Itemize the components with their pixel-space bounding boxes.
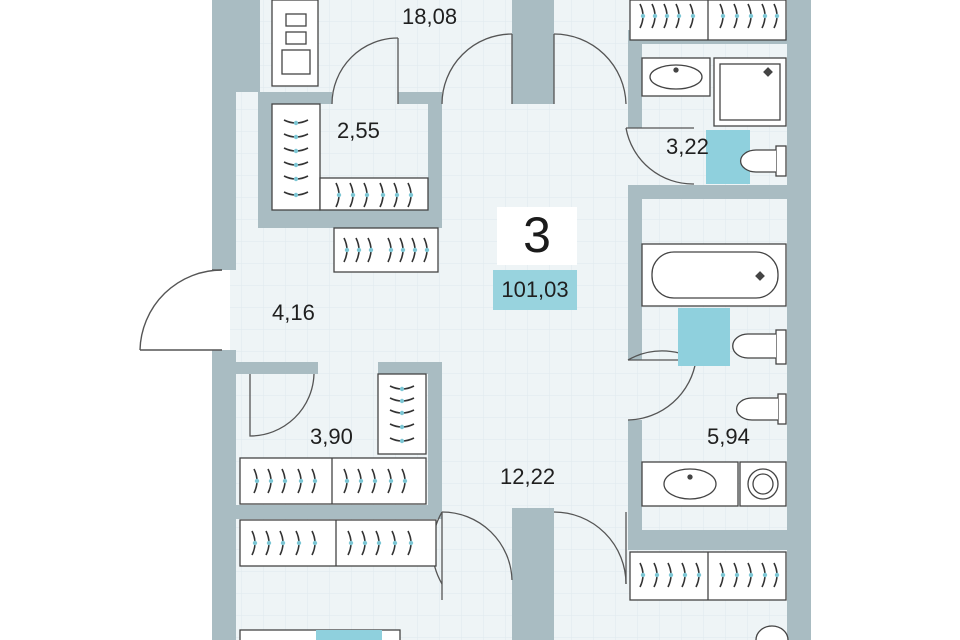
room-count-backdrop — [497, 207, 577, 265]
area-label-closet-mid: 3,90 — [310, 424, 353, 449]
area-label-living: 18,08 — [402, 4, 458, 29]
area-label-entry: 4,16 — [272, 300, 315, 325]
area-label-wc-top: 3,22 — [666, 134, 709, 159]
wardrobe-hall — [333, 227, 439, 273]
interior-doors[interactable] — [249, 33, 697, 600]
bottom-furniture — [239, 625, 789, 640]
room-count: 3 — [523, 207, 551, 263]
wardrobe-middle — [239, 373, 427, 505]
area-label-closet-top: 2,55 — [337, 118, 380, 143]
wardrobe-bottom-left — [239, 519, 437, 567]
bathroom-fixtures — [641, 243, 787, 507]
wardrobe-top — [271, 103, 429, 211]
area-label-hall: 12,22 — [500, 464, 556, 489]
kitchen-stove — [271, 0, 319, 87]
total-area-badge — [493, 270, 577, 310]
wardrobe-right-top — [629, 0, 787, 41]
wardrobe-right-bottom — [629, 551, 787, 601]
total-area: 101,03 — [501, 277, 569, 302]
area-label-bathroom: 5,94 — [707, 424, 750, 449]
wc-top-fixtures — [641, 57, 787, 184]
entrance-door[interactable] — [139, 269, 223, 351]
